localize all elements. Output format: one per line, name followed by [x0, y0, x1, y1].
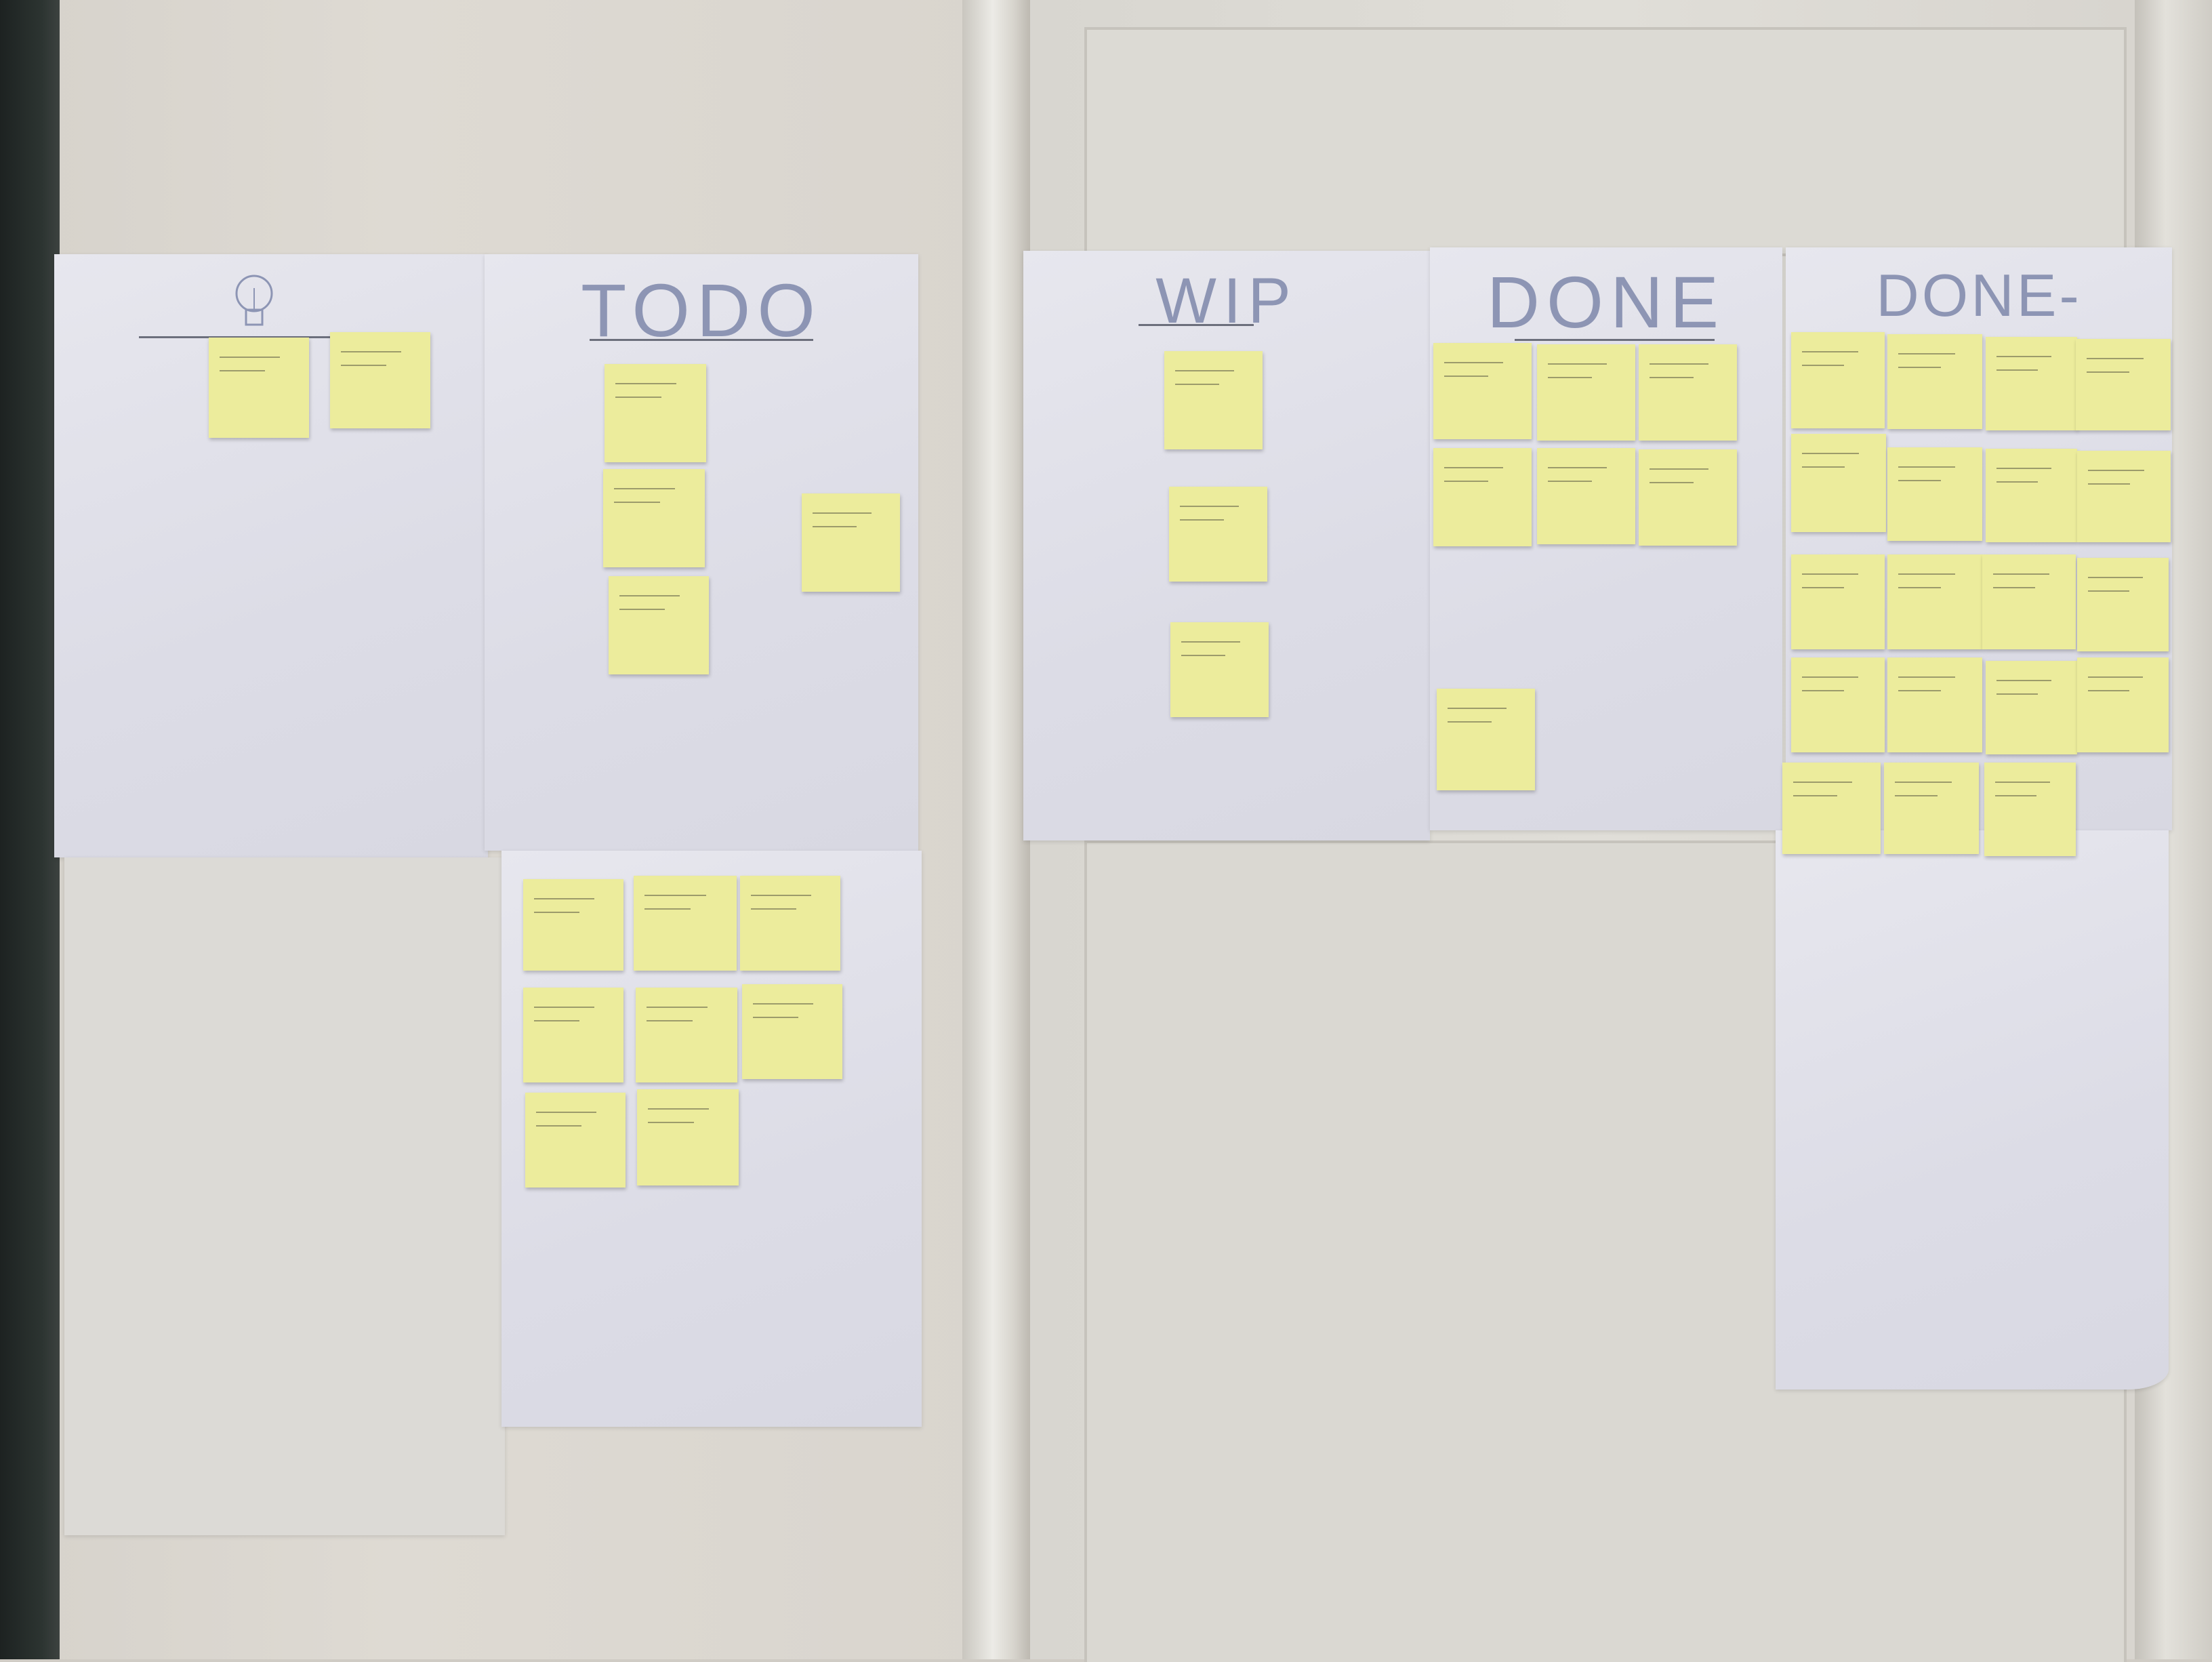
sticky-note[interactable] — [2077, 451, 2171, 542]
done-header: DONE — [1486, 261, 1726, 343]
sticky-note[interactable] — [1537, 344, 1635, 441]
sticky-note[interactable] — [1884, 763, 1979, 854]
sticky-note[interactable] — [603, 469, 705, 567]
sticky-note[interactable] — [1782, 763, 1881, 854]
sticky-note[interactable] — [2077, 558, 2169, 651]
sticky-note[interactable] — [636, 988, 737, 1082]
sticky-note[interactable] — [525, 1093, 626, 1188]
sticky-note[interactable] — [1887, 334, 1982, 429]
sticky-note[interactable] — [1982, 554, 2076, 649]
sticky-note[interactable] — [1791, 332, 1885, 428]
sticky-note[interactable] — [1433, 343, 1532, 439]
sticky-note[interactable] — [1169, 487, 1267, 582]
sticky-note[interactable] — [605, 364, 706, 462]
ideas-sheet-bottom — [64, 857, 505, 1535]
done-done-sheet-bottom — [1776, 830, 2169, 1390]
sticky-note[interactable] — [1887, 554, 1982, 649]
sticky-note[interactable] — [1791, 657, 1885, 752]
sticky-note[interactable] — [1639, 344, 1737, 441]
sticky-note[interactable] — [740, 876, 840, 971]
sticky-note[interactable] — [742, 984, 842, 1079]
sticky-note[interactable] — [637, 1089, 739, 1185]
sticky-note[interactable] — [1984, 763, 2076, 856]
todo-header: TODO — [581, 269, 822, 352]
sticky-note[interactable] — [209, 338, 309, 438]
sticky-note[interactable] — [634, 876, 737, 971]
sticky-note[interactable] — [2076, 339, 2171, 430]
sticky-note[interactable] — [1170, 622, 1269, 717]
sticky-note[interactable] — [1986, 337, 2077, 430]
sticky-note[interactable] — [609, 576, 709, 674]
sticky-note[interactable] — [1433, 448, 1532, 546]
door-panel-top — [1084, 27, 2127, 256]
wip-header-line — [1139, 324, 1254, 326]
sticky-note[interactable] — [802, 493, 900, 592]
sticky-note[interactable] — [1887, 657, 1982, 752]
sticky-note[interactable] — [1164, 351, 1263, 449]
sticky-note[interactable] — [1986, 449, 2077, 542]
sticky-note[interactable] — [523, 988, 623, 1082]
done-header-line — [1515, 339, 1715, 341]
sticky-note[interactable] — [1537, 448, 1635, 544]
door-frame-post — [962, 0, 1030, 1659]
sticky-note[interactable] — [1437, 689, 1535, 790]
sticky-note[interactable] — [1791, 434, 1886, 532]
dark-wall-edge — [0, 0, 60, 1659]
ideas-header-line — [139, 336, 383, 338]
sticky-note[interactable] — [330, 332, 430, 428]
sticky-note[interactable] — [2077, 657, 2169, 752]
sticky-note[interactable] — [1639, 449, 1737, 546]
todo-header-line — [590, 339, 813, 341]
wip-header: WIP — [1155, 265, 1298, 337]
sticky-note[interactable] — [1887, 447, 1982, 541]
sticky-note[interactable] — [1791, 554, 1885, 649]
sticky-note[interactable] — [523, 879, 623, 971]
sticky-note[interactable] — [1986, 661, 2077, 754]
lightbulb-icon — [235, 275, 273, 326]
